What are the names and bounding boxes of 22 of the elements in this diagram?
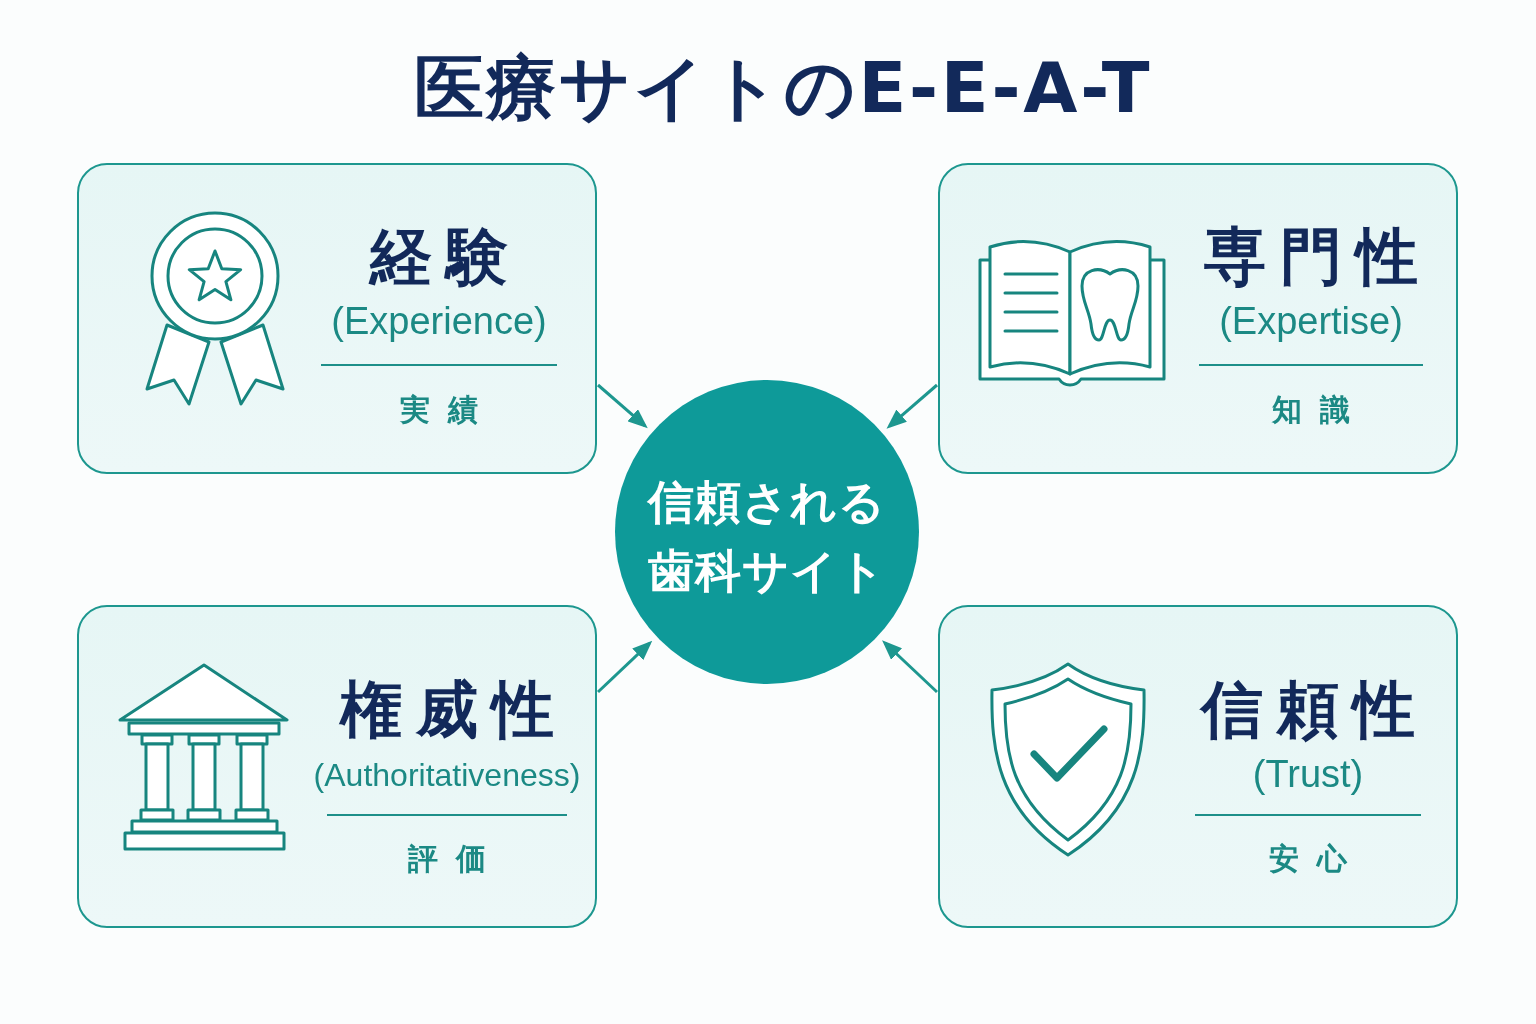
circle-label: 信頼される歯科サイト: [646, 474, 887, 600]
card-subtitle: (Experience): [331, 300, 547, 344]
arrow: [596, 640, 653, 694]
arrow: [597, 383, 648, 429]
arrow: [886, 383, 938, 429]
card-heading: 専門性: [1203, 221, 1432, 293]
card-subtitle: (Authoritativeness): [313, 756, 581, 794]
card-keyword: 実績: [399, 392, 496, 428]
info-card: [938, 163, 1458, 474]
card-subtitle: (Trust): [1252, 753, 1364, 797]
card-keyword: 知識: [1271, 392, 1368, 428]
card-keyword: 評価: [407, 841, 504, 877]
info-card: [77, 163, 597, 474]
card-heading: 権威性: [338, 674, 568, 746]
title: 医療サイトのE-E-A-T: [413, 47, 1153, 129]
card-keyword: 安心: [1268, 841, 1365, 877]
card-heading: 信頼性: [1198, 674, 1429, 746]
arrow: [882, 640, 939, 694]
info-card: [77, 605, 597, 928]
card-subtitle: (Expertise): [1219, 300, 1403, 344]
card-heading: 経験: [367, 221, 522, 293]
info-card: [938, 605, 1458, 928]
